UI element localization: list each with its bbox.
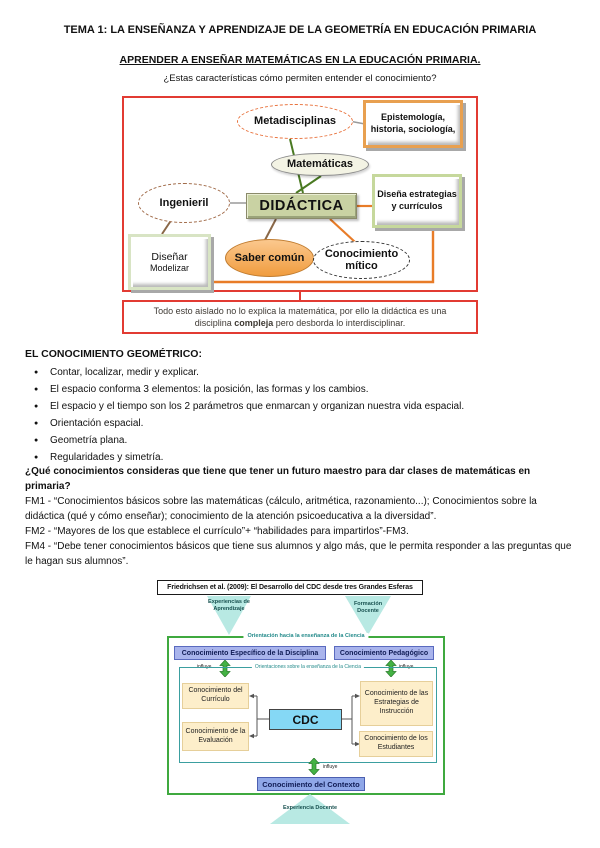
- node-metadisciplinas-label: Metadisciplinas: [254, 115, 336, 128]
- list-item: ● El espacio conforma 3 elementos: la pos…: [34, 381, 582, 398]
- node-ingenieril-label: Ingenieril: [159, 196, 209, 209]
- caption-text-pre: Todo esto aislado no lo explica la matem…: [153, 306, 447, 328]
- caption-text-bold: compleja: [234, 318, 274, 328]
- box-conocimiento-pedagogico: Conocimiento Pedagógico: [334, 646, 434, 660]
- caption-connector-line: [299, 292, 301, 301]
- double-arrow-icon: [219, 660, 231, 677]
- cdc-inner-box: Orientaciones sobre la enseñanza de la C…: [179, 664, 437, 763]
- fm-paragraph-3: FM4 - “Debe tener conocimientos básicos …: [25, 541, 572, 567]
- node-saber-comun: Saber común: [225, 239, 314, 277]
- cdc-inner-box-label: Orientaciones sobre la enseñanza de la C…: [251, 664, 365, 670]
- box-conocimiento-estudiantes: Conocimiento de los Estudiantes: [359, 731, 433, 757]
- teacher-question-heading: ¿Qué conocimientos consideras que tiene …: [25, 466, 531, 492]
- page-title: TEMA 1: LA ENSEÑANZA Y APRENDIZAJE DE LA…: [63, 24, 537, 36]
- triangle-experiencias-label: Experiencias de Aprendizaje: [208, 599, 250, 612]
- bullet-icon: ●: [34, 369, 39, 376]
- node-disena-estrategias-box: Diseña estrategias y currículos: [372, 174, 462, 228]
- bullet-text: Contar, localizar, medir y explicar.: [50, 367, 199, 378]
- caption-text-post: pero desborda lo interdisciplinar.: [273, 318, 406, 328]
- concept-map-caption: Todo esto aislado no lo explica la matem…: [122, 300, 478, 334]
- fm-paragraph-2: FM2 - “Mayores de los que establece el c…: [25, 526, 409, 537]
- node-ingenieril: Ingenieril: [138, 183, 230, 223]
- node-disenar-label: Diseñar: [151, 251, 188, 263]
- node-matematicas: Matemáticas: [271, 153, 369, 176]
- cdc-connector-lines: [249, 693, 360, 747]
- teacher-question-section: ¿Qué conocimientos consideras que tiene …: [25, 464, 577, 569]
- geometry-section-heading: EL CONOCIMIENTO GEOMÉTRICO:: [25, 348, 202, 360]
- bullet-icon: ●: [34, 403, 39, 410]
- bullet-text: El espacio conforma 3 elementos: la posi…: [50, 384, 369, 395]
- fm-paragraph-1: FM1 - “Conocimientos básicos sobre las m…: [25, 496, 537, 522]
- bullet-text: El espacio y el tiempo son los 2 parámet…: [50, 401, 465, 412]
- geometry-bullet-list: ● Contar, localizar, medir y explicar. ● E…: [34, 364, 582, 466]
- box-conocimiento-evaluacion: Conocimiento de la Evaluación: [182, 722, 249, 751]
- page-subtitle: APRENDER A ENSEÑAR MATEMÁTICAS EN LA EDU…: [119, 54, 481, 66]
- intro-question: ¿Estas características cómo permiten ent…: [163, 73, 437, 84]
- list-item: ● El espacio y el tiempo son los 2 paráme…: [34, 398, 582, 415]
- node-saber-comun-label: Saber común: [234, 251, 305, 264]
- bullet-icon: ●: [34, 454, 39, 461]
- node-disenar-modelizar-box: Diseñar Modelizar: [128, 234, 211, 290]
- double-arrow-icon: [385, 660, 397, 677]
- node-epistemologia-label: Epistemología, historia, sociología,: [370, 112, 456, 134]
- node-matematicas-label: Matemáticas: [286, 158, 354, 171]
- node-conocimiento-mitico-label: Conocimiento mítico: [324, 247, 399, 272]
- cdc-outer-box-label: Orientación hacia la enseñanza de la Cie…: [243, 633, 369, 639]
- list-item: ● Regularidades y simetría.: [34, 449, 582, 466]
- triangle-experiencia-docente-label: Experiencia Docente: [282, 805, 338, 811]
- double-arrow-icon: [308, 758, 320, 775]
- node-disena-estrategias-label: Diseña estrategias y currículos: [377, 189, 457, 211]
- cdc-outer-box: Orientación hacia la enseñanza de la Cie…: [167, 633, 445, 795]
- list-item: ● Geometría plana.: [34, 432, 582, 449]
- box-conocimiento-disciplina: Conocimiento Específico de la Disciplina: [174, 646, 326, 660]
- node-conocimiento-mitico: Conocimiento mítico: [313, 241, 410, 279]
- cdc-diagram-title: Friedrichsen et al. (2009): El Desarroll…: [157, 580, 423, 595]
- bullet-icon: ●: [34, 420, 39, 427]
- bullet-text: Geometría plana.: [50, 435, 128, 446]
- bullet-text: Orientación espacial.: [50, 418, 144, 429]
- box-cdc: CDC: [269, 709, 342, 730]
- box-conocimiento-estrategias: Conocimiento de las Estrategias de Instr…: [360, 681, 433, 726]
- node-metadisciplinas: Metadisciplinas: [237, 104, 353, 139]
- list-item: ● Orientación espacial.: [34, 415, 582, 432]
- bullet-icon: ●: [34, 437, 39, 444]
- arrow-label-influye: influye: [323, 764, 338, 770]
- node-epistemologia-box: Epistemología, historia, sociología,: [363, 100, 463, 148]
- triangle-formacion-label: Formación Docente: [353, 601, 383, 614]
- bullet-icon: ●: [34, 386, 39, 393]
- list-item: ● Contar, localizar, medir y explicar.: [34, 364, 582, 381]
- node-didactica: DIDÁCTICA: [246, 193, 357, 219]
- box-conocimiento-contexto: Conocimiento del Contexto: [257, 777, 365, 791]
- node-didactica-label: DIDÁCTICA: [259, 198, 344, 214]
- concept-map: Metadisciplinas Epistemología, historia,…: [122, 96, 478, 292]
- node-modelizar-label: Modelizar: [149, 263, 189, 273]
- bullet-text: Regularidades y simetría.: [50, 452, 164, 463]
- box-conocimiento-curriculo: Conocimiento del Currículo: [182, 683, 249, 709]
